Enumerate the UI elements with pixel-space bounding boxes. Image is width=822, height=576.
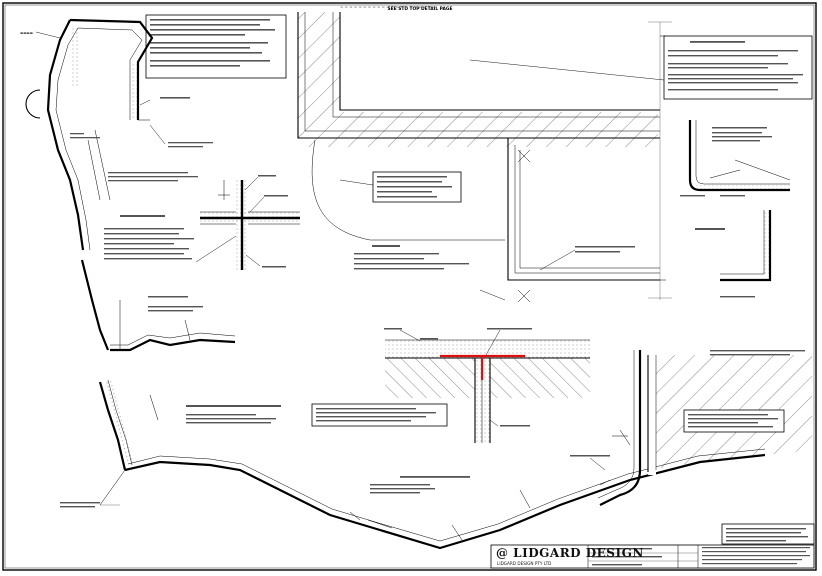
corner-wall-detail: SEE STD TOP DETAIL PAGE = = = = = = = = … (297, 4, 661, 303)
leader-label-right (539, 246, 635, 271)
left-wall-profile: ▬▬▬▬ (20, 18, 213, 251)
junction-detail (104, 175, 300, 270)
wall-floor-junction (98, 379, 281, 471)
company-tagline: LIDGARD DESIGN PTY LTD (497, 561, 551, 566)
note-box-top (145, 14, 287, 79)
company-logo: @ LIDGARD DESIGN (496, 546, 644, 560)
grid-markers (648, 21, 672, 299)
note-box-right (469, 35, 813, 100)
sheet-border (2, 2, 817, 571)
step-detail (80, 259, 236, 352)
section-d-notes (354, 245, 469, 270)
upstand-detail-a (680, 120, 791, 197)
upstand-detail-b (695, 210, 772, 298)
note-box-mid (339, 171, 462, 203)
title-block: @ LIDGARD DESIGN LIDGARD DESIGN PTY LTD (490, 544, 815, 569)
general-notes-bottom-right (721, 523, 815, 545)
svg-text:= = = = = = = = = = = = = = =: = = = = = = = = = = = = = = = = = = = = … (340, 4, 436, 9)
wall-upstand-bottom-right (597, 350, 812, 506)
svg-text:▬▬▬▬: ▬▬▬▬ (20, 31, 33, 35)
top-heading: SEE STD TOP DETAIL PAGE (388, 6, 453, 12)
note-box-centre (311, 403, 448, 427)
floor-profile (60, 448, 766, 550)
slab-membrane-section (384, 328, 590, 443)
